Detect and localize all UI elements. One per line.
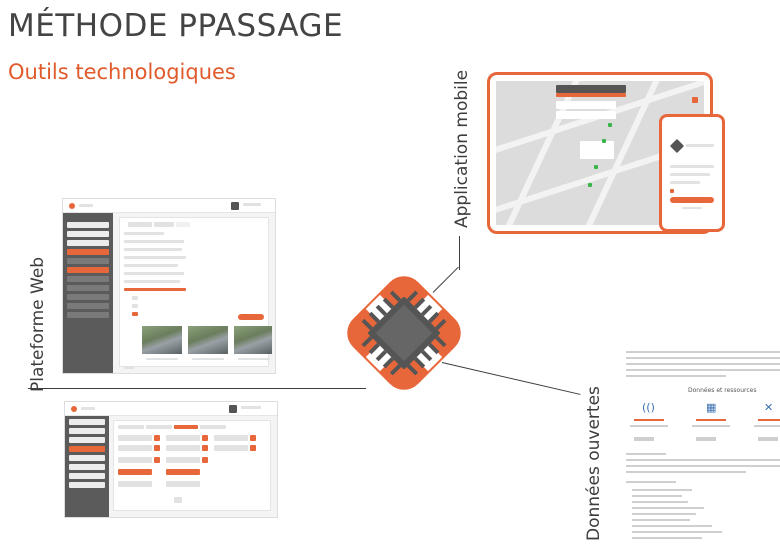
page-subtitle: Outils technologiques: [8, 60, 236, 84]
label-application-mobile: Application mobile: [452, 69, 472, 228]
data-card-icon-2: ▦: [706, 401, 717, 414]
connector-web: [28, 388, 366, 389]
web-platform-screenshot-1: [62, 198, 276, 374]
connector-data: [441, 362, 581, 395]
data-card-icon-1: ((): [642, 401, 655, 414]
phone-login-button: [670, 197, 714, 203]
connector-mobile-vertical: [459, 236, 460, 270]
open-data-screenshot: Données et ressources (() ▦ ✕: [618, 345, 780, 544]
web-sidebar: [63, 213, 113, 373]
chip-icon: [347, 276, 461, 390]
web-content: [119, 217, 272, 369]
web-content-2: [113, 420, 271, 511]
web-topbar: [63, 199, 275, 213]
data-card-icon-3: ✕: [764, 401, 774, 414]
data-section-title: Données et ressources: [688, 387, 757, 394]
web-platform-screenshot-2: [64, 401, 278, 518]
mobile-phone-screenshot: [659, 114, 725, 232]
web-topbar-2: [65, 402, 277, 416]
page-title: MÉTHODE PPASSAGE: [8, 8, 344, 44]
web-sidebar-2: [65, 416, 109, 517]
label-plateforme-web: Plateforme Web: [28, 256, 48, 392]
label-donnees-ouvertes: Données ouvertes: [584, 386, 604, 541]
